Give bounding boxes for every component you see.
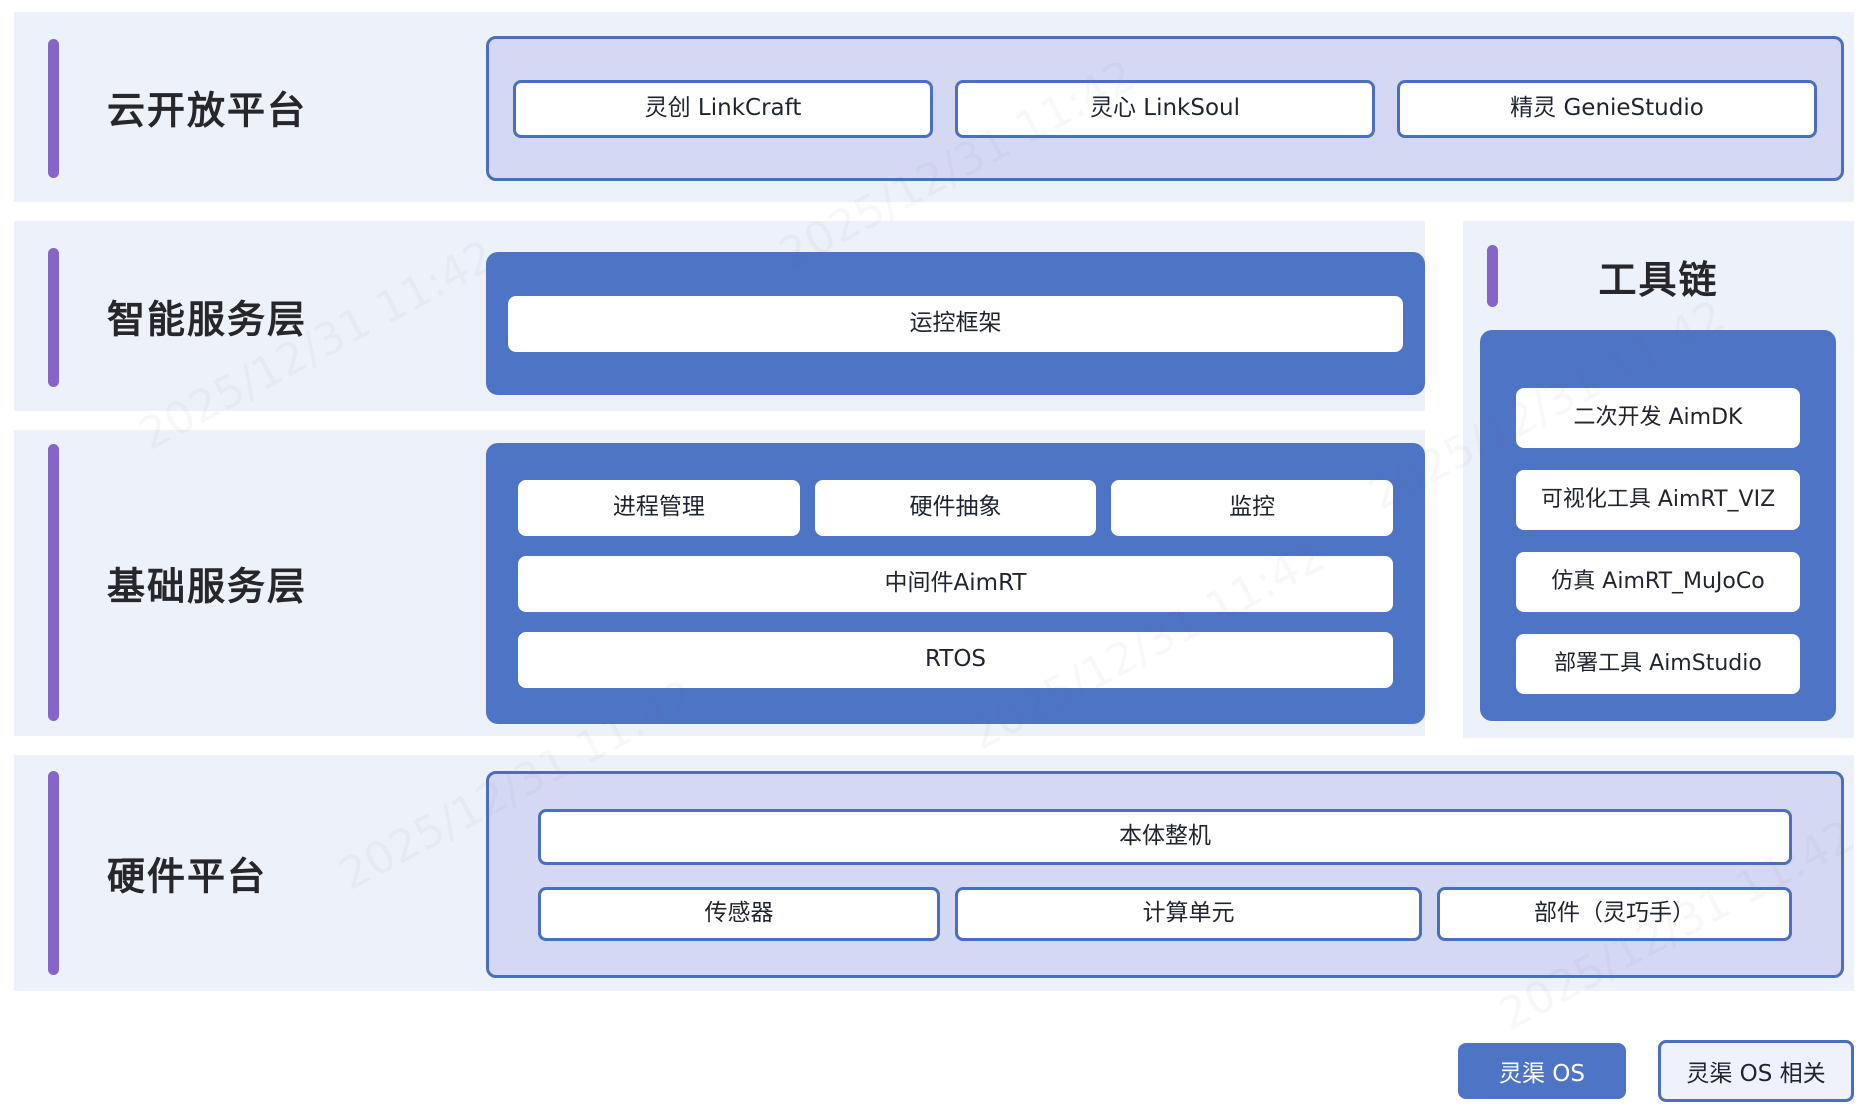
accent-bar <box>48 444 59 721</box>
legend-os-badge: 灵渠 OS <box>1458 1043 1626 1099</box>
accent-bar <box>48 771 59 975</box>
hardware-parts-row: 传感器 计算单元 部件（灵巧手） <box>538 886 1792 941</box>
section-title-intelligent: 智能服务层 <box>107 297 308 342</box>
accent-bar <box>48 248 59 387</box>
linksoul-node: 灵心 LinkSoul <box>955 79 1375 138</box>
rtos-node: RTOS <box>518 631 1393 688</box>
aimstudio-node: 部署工具 AimStudio <box>1516 634 1800 694</box>
section-title-cloud: 云开放平台 <box>107 88 308 133</box>
basic-service-container: 进程管理 硬件抽象 监控 中间件AimRT RTOS <box>486 443 1425 724</box>
motion-control-framework-node: 运控框架 <box>508 295 1403 352</box>
section-title-basic: 基础服务层 <box>107 564 308 609</box>
geniestudio-node: 精灵 GenieStudio <box>1397 79 1817 138</box>
dexterous-hand-parts-node: 部件（灵巧手） <box>1436 886 1792 941</box>
legend-os-related-badge: 灵渠 OS 相关 <box>1658 1040 1854 1102</box>
middleware-aimrt-node: 中间件AimRT <box>518 555 1393 612</box>
cloud-products-container: 灵创 LinkCraft 灵心 LinkSoul 精灵 GenieStudio <box>486 36 1844 181</box>
aimrt-mujoco-node: 仿真 AimRT_MuJoCo <box>1516 552 1800 612</box>
aimdk-node: 二次开发 AimDK <box>1516 388 1800 448</box>
accent-bar <box>1487 245 1498 307</box>
compute-unit-node: 计算单元 <box>955 886 1422 941</box>
basic-service-bottom-row: RTOS <box>518 631 1393 688</box>
section-toolchain: 工具链 二次开发 AimDK 可视化工具 AimRT_VIZ 仿真 AimRT_… <box>1463 221 1854 738</box>
intelligent-service-container: 运控框架 <box>486 252 1425 395</box>
section-title-toolchain: 工具链 <box>1598 258 1719 302</box>
process-management-node: 进程管理 <box>518 479 800 536</box>
aimrt-viz-node: 可视化工具 AimRT_VIZ <box>1516 470 1800 530</box>
basic-service-top-row: 进程管理 硬件抽象 监控 <box>518 479 1394 536</box>
robot-body-node: 本体整机 <box>538 808 1792 865</box>
hardware-abstraction-node: 硬件抽象 <box>814 479 1097 536</box>
hardware-container: 本体整机 传感器 计算单元 部件（灵巧手） <box>486 771 1844 978</box>
basic-service-middle-row: 中间件AimRT <box>518 555 1393 612</box>
monitoring-node: 监控 <box>1111 479 1394 536</box>
sensor-node: 传感器 <box>538 886 941 941</box>
section-title-hardware: 硬件平台 <box>107 854 268 899</box>
toolchain-container: 二次开发 AimDK 可视化工具 AimRT_VIZ 仿真 AimRT_MuJo… <box>1480 330 1836 721</box>
accent-bar <box>48 39 59 178</box>
section-basic-service-layer: 基础服务层 进程管理 硬件抽象 监控 中间件AimRT RTOS <box>14 430 1425 736</box>
section-intelligent-service-layer: 智能服务层 运控框架 <box>14 221 1425 411</box>
linkcraft-node: 灵创 LinkCraft <box>513 79 933 138</box>
section-hardware-platform: 硬件平台 本体整机 传感器 计算单元 部件（灵巧手） <box>14 755 1854 991</box>
section-cloud-platform: 云开放平台 灵创 LinkCraft 灵心 LinkSoul 精灵 GenieS… <box>14 12 1854 202</box>
